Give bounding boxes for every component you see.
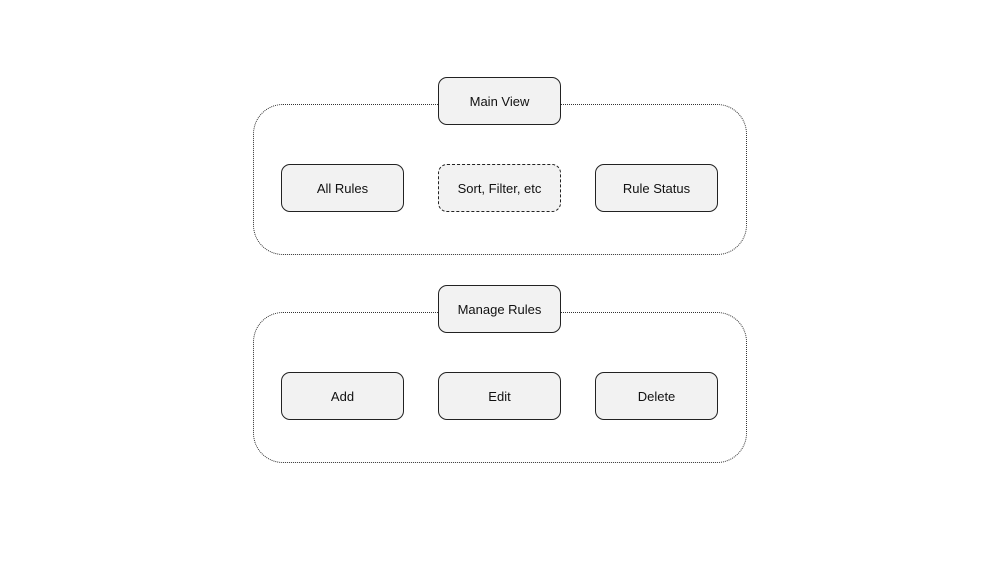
manage-rules-label: Manage Rules bbox=[457, 301, 542, 317]
main-view-node: Main View bbox=[438, 77, 561, 125]
rule-status-label: Rule Status bbox=[622, 180, 691, 196]
edit-label: Edit bbox=[488, 388, 511, 404]
rule-status-node: Rule Status bbox=[595, 164, 718, 212]
edit-node: Edit bbox=[438, 372, 561, 420]
add-label: Add bbox=[330, 388, 355, 404]
delete-node: Delete bbox=[595, 372, 718, 420]
manage-rules-node: Manage Rules bbox=[438, 285, 561, 333]
all-rules-node: All Rules bbox=[281, 164, 404, 212]
add-node: Add bbox=[281, 372, 404, 420]
sort-filter-node: Sort, Filter, etc bbox=[438, 164, 561, 212]
delete-label: Delete bbox=[637, 388, 676, 404]
sort-filter-label: Sort, Filter, etc bbox=[457, 180, 542, 196]
all-rules-label: All Rules bbox=[316, 180, 369, 196]
main-view-label: Main View bbox=[469, 93, 530, 109]
